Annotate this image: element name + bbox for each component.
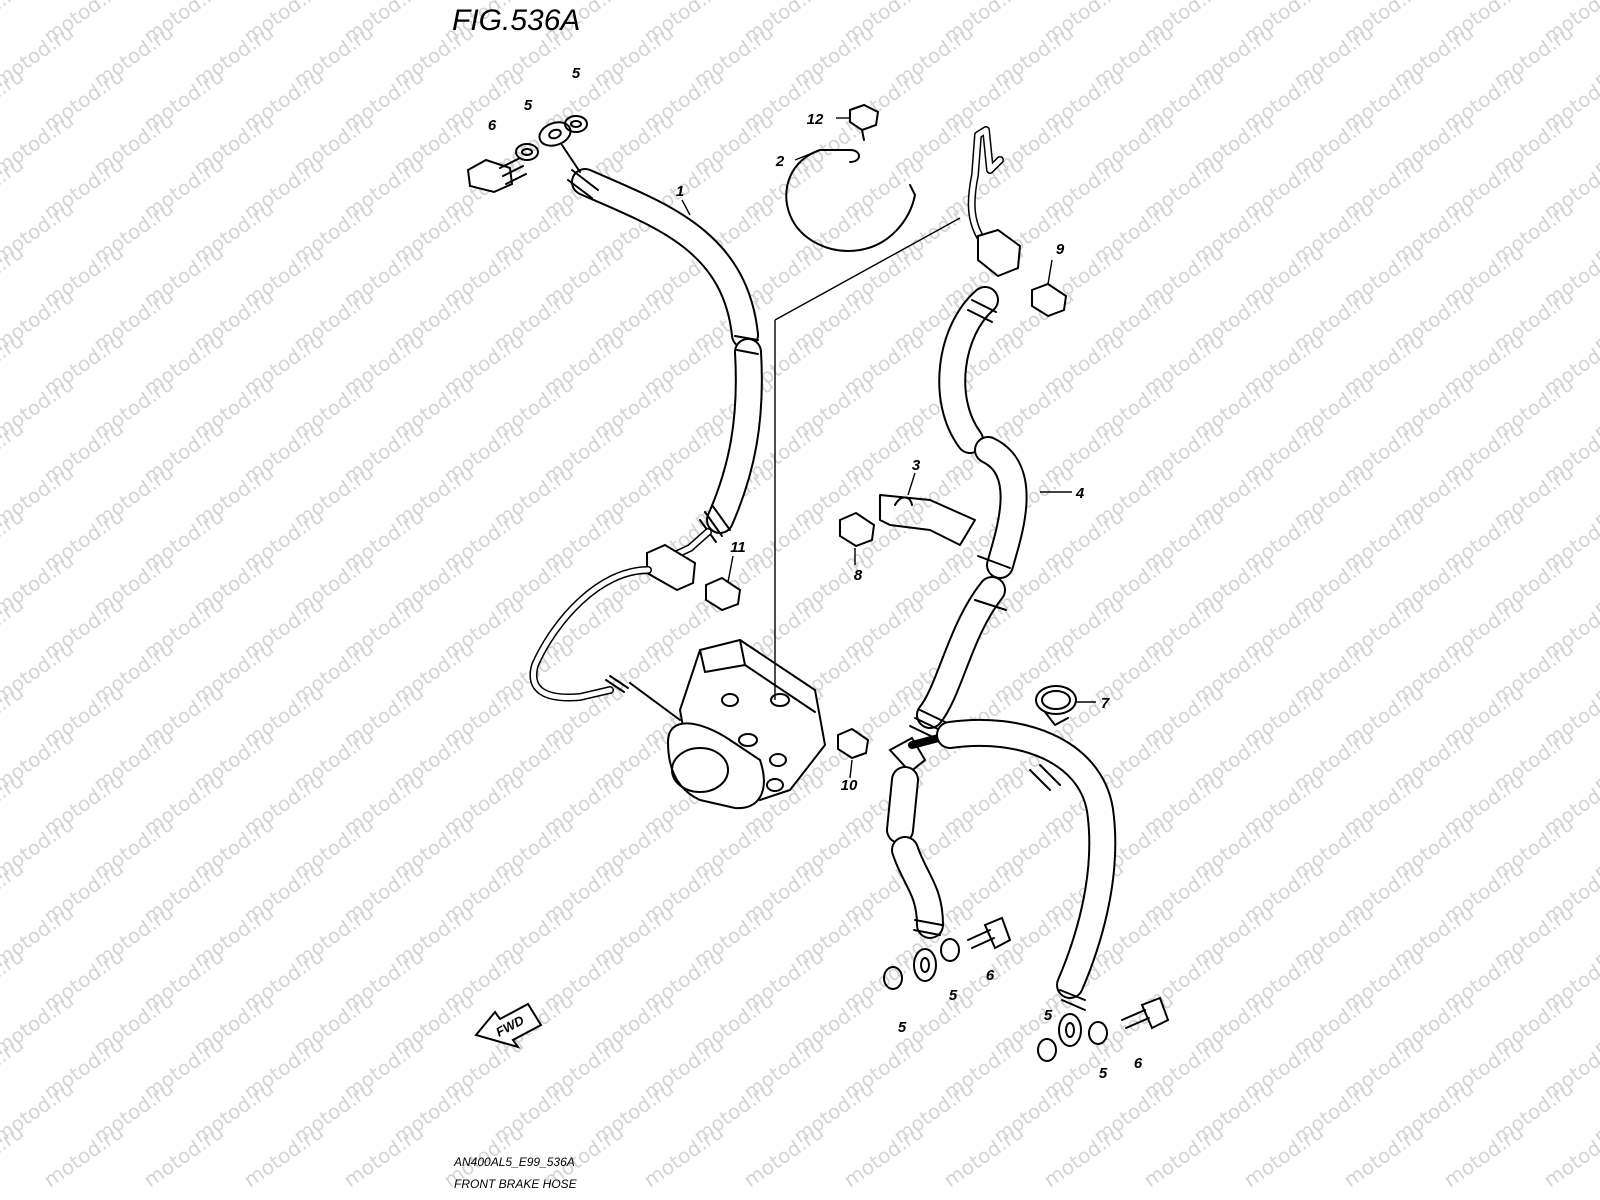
union-block-right — [977, 228, 1022, 278]
banjo-bolt-lower-left[interactable] — [967, 916, 1012, 950]
callout-12: 12 — [807, 111, 824, 128]
abs-hydraulic-unit[interactable] — [666, 638, 827, 810]
watermark-text: motod.ru — [1439, 1120, 1528, 1192]
callout-4: 4 — [1075, 485, 1085, 502]
callout-6-a: 6 — [488, 117, 497, 134]
bracket-3[interactable] — [879, 494, 976, 546]
brake-hose-1[interactable] — [567, 168, 763, 566]
callout-7: 7 — [1101, 695, 1110, 712]
bolt-12[interactable] — [849, 103, 880, 141]
bolt-11[interactable] — [705, 576, 742, 612]
brake-hose-lower-right[interactable] — [936, 718, 1117, 1011]
callout-5-a: 5 — [572, 65, 581, 82]
callout-1: 1 — [676, 183, 684, 200]
watermark-text: motod.ru — [639, 1120, 728, 1192]
banjo-fitting-top-left — [538, 121, 581, 173]
brake-hose-4[interactable] — [909, 286, 1028, 739]
callout-5-f: 5 — [1099, 1065, 1108, 1082]
callout-8: 8 — [854, 567, 863, 584]
bolt-10[interactable] — [837, 727, 870, 760]
banjo-bolt-lower-right[interactable] — [1121, 996, 1170, 1030]
callout-3: 3 — [912, 457, 921, 474]
watermark-text: motod.ru — [339, 1120, 428, 1192]
fwd-direction-arrow: FWD — [474, 1002, 543, 1049]
watermark-text: motod.ru — [239, 1120, 328, 1192]
clamp-7[interactable] — [1035, 685, 1077, 726]
washer-lower-right-a[interactable] — [1037, 1038, 1057, 1062]
banjo-fitting-lower-left — [913, 948, 937, 982]
caption-code: AN400AL5_E99_536A — [453, 1155, 575, 1169]
watermark-text: motod.ru — [1239, 1120, 1328, 1192]
callout-5-c: 5 — [898, 1019, 907, 1036]
washer-top-left-a[interactable] — [515, 143, 539, 161]
banjo-fitting-lower-right — [1058, 1013, 1082, 1047]
brake-pipe-left — [529, 566, 681, 721]
bolt-8[interactable] — [839, 511, 876, 548]
callout-11: 11 — [730, 539, 746, 556]
washer-lower-left-a[interactable] — [883, 966, 903, 990]
watermark-text: motod.ru — [939, 1120, 1028, 1192]
callout-10: 10 — [841, 777, 858, 794]
callout-9: 9 — [1056, 241, 1065, 258]
callout-6-b: 6 — [986, 967, 995, 984]
watermark-text: motod.ru — [739, 1120, 828, 1192]
callout-5-e: 5 — [1044, 1007, 1053, 1024]
watermark-text: motod.ru — [839, 1120, 928, 1192]
watermark-text: motod.ru — [139, 1120, 228, 1192]
callout-5-d: 5 — [949, 987, 958, 1004]
watermark-text: motod.ru — [0, 0, 28, 48]
callout-6-c: 6 — [1134, 1055, 1143, 1072]
washer-lower-right-b[interactable] — [1088, 1021, 1108, 1045]
callout-2: 2 — [775, 153, 785, 170]
banjo-bolt-top-left[interactable] — [466, 157, 527, 194]
watermark-text: motod.ru — [1039, 1120, 1128, 1192]
callout-5-b: 5 — [524, 97, 533, 114]
watermark-text: motod.ru — [39, 1120, 128, 1192]
figure-title: FIG.536A — [452, 4, 580, 37]
washer-lower-left-b[interactable] — [940, 938, 960, 962]
caption-name: FRONT BRAKE HOSE — [454, 1177, 578, 1191]
washer-top-left-b[interactable] — [564, 115, 588, 133]
watermark-text: motod.ru — [1139, 1120, 1228, 1192]
brake-hose-lower-left[interactable] — [886, 766, 944, 939]
watermark-text: motod.ru — [1339, 1120, 1428, 1192]
bracket-2[interactable] — [785, 149, 916, 252]
